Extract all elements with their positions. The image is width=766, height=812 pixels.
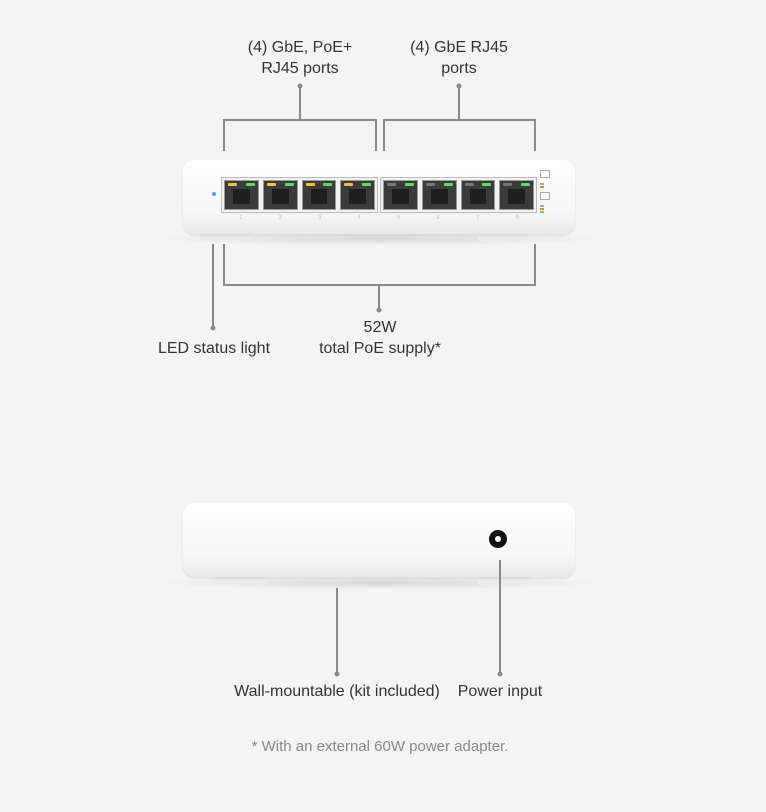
callout-line [212, 244, 214, 328]
label-line: total PoE supply* [319, 340, 441, 357]
port-label: 7 [476, 215, 480, 221]
callout-line [223, 244, 225, 286]
device-foot [478, 233, 532, 241]
poe-port-group [221, 177, 378, 213]
callout-dot [334, 671, 340, 677]
switch-back [183, 503, 575, 577]
wall-mount-label: Wall-mountable (kit included) [234, 683, 440, 700]
callout-line [336, 588, 338, 674]
switch-front: 1 2 3 4 5 6 7 8 [183, 160, 575, 234]
power-jack-icon [489, 530, 507, 548]
port-label: 4 [357, 215, 361, 221]
callout-line [499, 560, 501, 674]
callout-line [383, 119, 536, 121]
port-label: 3 [318, 215, 322, 221]
port-label: 8 [515, 215, 519, 221]
rj45-port-group [380, 177, 537, 213]
port-label: 6 [436, 215, 440, 221]
callout-line [375, 119, 377, 151]
label-line: RJ45 ports [261, 60, 339, 77]
device-foot [478, 577, 532, 585]
ethernet-port-icon [383, 180, 418, 210]
ethernet-port-icon [224, 180, 259, 210]
ethernet-port-icon [340, 180, 375, 210]
led-legend-icon [540, 170, 550, 218]
port-label: 5 [397, 215, 401, 221]
device-foot [212, 577, 266, 585]
callout-line [534, 244, 536, 286]
callout-line [223, 119, 377, 121]
poe-ports-label: (4) GbE, PoE+ RJ45 ports [248, 37, 353, 79]
label-line: (4) GbE RJ45 [410, 39, 508, 56]
rj45-ports-label: (4) GbE RJ45 ports [410, 37, 508, 79]
callout-dot [497, 671, 503, 677]
callout-line [534, 119, 536, 151]
label-line: ports [441, 60, 477, 77]
callout-line [299, 86, 301, 120]
callout-line [458, 86, 460, 120]
ethernet-port-icon [460, 180, 496, 210]
callout-dot [210, 325, 216, 331]
callout-line [223, 119, 225, 151]
label-line: (4) GbE, PoE+ [247, 39, 353, 56]
label-line: 52W [363, 319, 397, 336]
port-label: 1 [239, 215, 243, 221]
callout-dot [376, 307, 382, 313]
power-input-label: Power input [457, 683, 543, 700]
footnote: * With an external 60W power adapter. [251, 738, 509, 755]
port-labels: 1 2 3 4 5 6 7 8 [221, 215, 537, 221]
poe-supply-label: 52W total PoE supply* [319, 317, 441, 359]
ethernet-port-icon [301, 180, 337, 210]
callout-line [378, 284, 380, 310]
ethernet-port-icon [262, 180, 298, 210]
led-status-label: LED status light [157, 340, 271, 357]
ethernet-port-icon [421, 180, 457, 210]
port-label: 2 [278, 215, 282, 221]
callout-line [383, 119, 385, 151]
ethernet-port-icon [499, 180, 534, 210]
device-foot [200, 233, 254, 241]
port-panel [221, 177, 537, 213]
status-led-icon [212, 192, 216, 196]
